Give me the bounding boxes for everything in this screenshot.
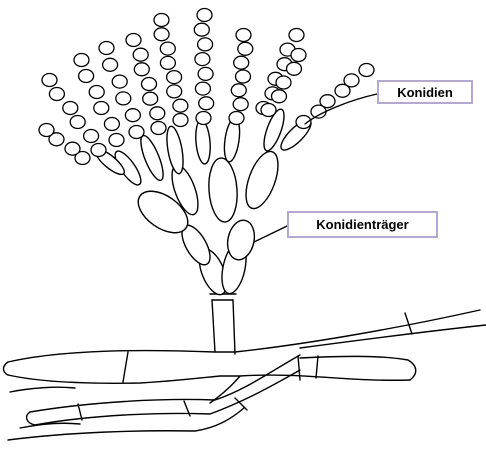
conidium bbox=[116, 92, 131, 105]
conidium bbox=[74, 54, 89, 67]
conidium bbox=[133, 48, 148, 61]
conidium bbox=[160, 56, 175, 69]
conidium bbox=[103, 58, 118, 71]
conidium bbox=[151, 122, 166, 135]
conidium bbox=[320, 95, 335, 108]
conidiophore-stalk bbox=[210, 294, 236, 354]
conidium bbox=[198, 38, 213, 51]
conidium bbox=[195, 53, 210, 66]
conidium bbox=[79, 70, 94, 83]
conidium bbox=[126, 34, 141, 47]
conidium bbox=[231, 84, 246, 97]
conidium bbox=[287, 62, 302, 75]
conidium bbox=[173, 99, 188, 112]
conidium bbox=[42, 74, 57, 87]
conidium bbox=[65, 142, 80, 155]
conidium bbox=[150, 107, 165, 120]
conidium bbox=[134, 63, 149, 76]
conidium bbox=[84, 130, 99, 143]
conidium bbox=[94, 102, 109, 115]
conidium bbox=[160, 42, 175, 55]
conidium bbox=[142, 78, 157, 91]
conidium bbox=[291, 49, 306, 62]
conidium bbox=[196, 112, 211, 125]
conidium bbox=[99, 42, 114, 55]
conidium bbox=[49, 88, 64, 101]
conidium bbox=[238, 42, 253, 55]
conidium bbox=[167, 85, 182, 98]
conidium bbox=[359, 64, 374, 77]
conidium bbox=[261, 104, 276, 117]
conidium bbox=[125, 109, 140, 122]
conidium bbox=[129, 126, 144, 139]
conidium bbox=[272, 90, 287, 103]
conidium bbox=[199, 97, 214, 110]
conidia-label: Konidien bbox=[377, 80, 473, 104]
conidium bbox=[289, 29, 304, 42]
conidium bbox=[197, 9, 212, 22]
conidium bbox=[198, 67, 213, 80]
conidium bbox=[194, 23, 209, 36]
conidium bbox=[104, 118, 119, 131]
conidium bbox=[344, 74, 359, 87]
conidium bbox=[195, 82, 210, 95]
conidium bbox=[234, 56, 249, 69]
conidium bbox=[276, 76, 291, 89]
conidium bbox=[91, 144, 106, 157]
conidium bbox=[173, 114, 188, 127]
conidium bbox=[154, 14, 169, 27]
conidium bbox=[229, 112, 244, 125]
conidium bbox=[154, 28, 169, 41]
conidium bbox=[167, 71, 182, 84]
conidiophore-label: Konidienträger bbox=[287, 211, 438, 238]
conidium bbox=[39, 124, 54, 137]
conidium bbox=[109, 134, 124, 147]
conidium bbox=[236, 70, 251, 83]
substrate-hyphae bbox=[4, 310, 486, 440]
conidium bbox=[63, 102, 78, 115]
conidium bbox=[233, 98, 248, 111]
conidium bbox=[70, 116, 85, 129]
conidium bbox=[112, 75, 127, 88]
conidium bbox=[89, 86, 104, 99]
branch-cells bbox=[92, 107, 315, 298]
conidium bbox=[236, 29, 251, 42]
conidium bbox=[143, 92, 158, 105]
